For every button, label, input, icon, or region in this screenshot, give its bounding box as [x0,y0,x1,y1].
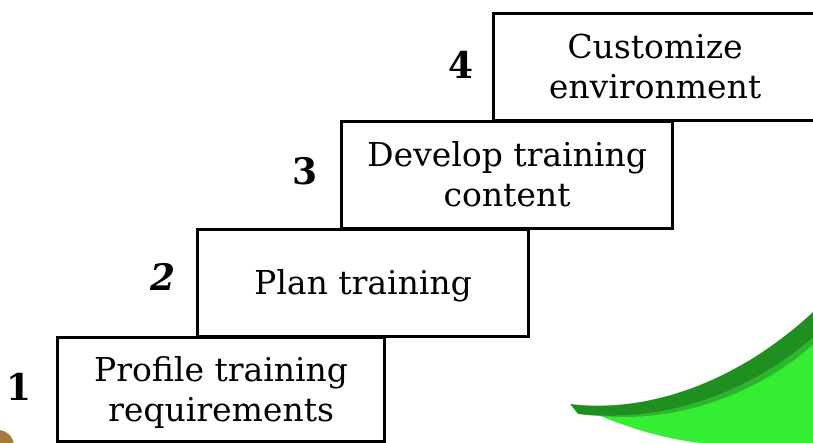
green-swoosh-edge [578,338,813,418]
step-4-label: Customize environment [548,27,762,106]
step-4-box: Customize environment [492,12,813,122]
green-swoosh-dark [570,312,813,416]
step-1-label: Profile training requirements [94,349,348,429]
step-4-number: 4 [448,45,474,87]
step-3-number: 3 [292,151,318,193]
step-3-box: Develop training content [340,120,674,230]
green-swoosh-light [600,345,813,443]
step-1-box: Profile training requirements [56,336,386,443]
brown-corner-circle [0,430,14,443]
step-1-number: 1 [6,367,32,409]
step-2-box: Plan training [196,228,530,338]
step-3-label: Develop training content [367,135,647,214]
step-2-label: Plan training [254,263,472,303]
step-2-number: 2 [150,257,176,299]
